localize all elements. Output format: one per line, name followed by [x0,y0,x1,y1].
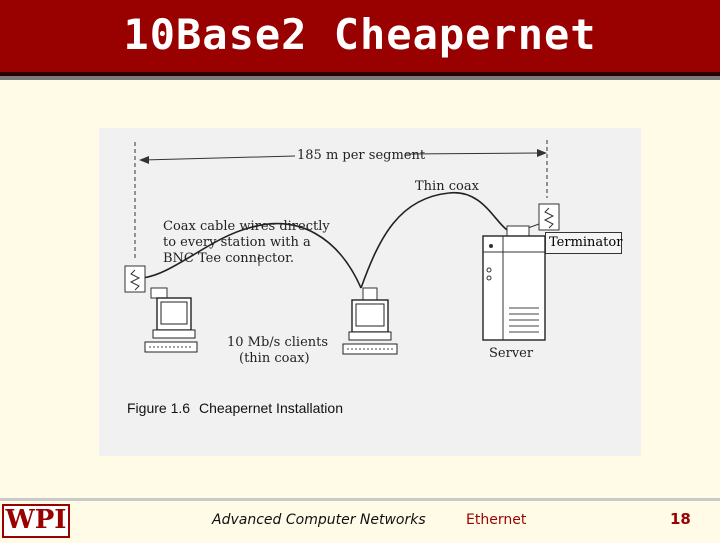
slide-footer [0,498,720,543]
client-computer-left [144,287,198,353]
note-line-3: BNC Tee connector. [163,251,294,266]
footer-course-name: Advanced Computer Networks [212,512,426,528]
clients-label-line-2: (thin coax) [239,351,310,366]
server-icon [482,225,546,341]
coax-cable-right [360,192,518,289]
arrowhead-right [537,149,547,157]
figure-number: Figure 1.6 [127,400,191,416]
note-line-2: to every station with a [163,235,311,250]
clients-label-line-1: 10 Mb/s clients [227,335,329,350]
arrowhead-left [139,156,149,164]
left-resistor-icon [129,269,141,291]
segment-length-label: 185 m per segment [297,148,426,163]
terminator-label: Terminator [545,232,622,254]
page-number: 18 [670,510,691,528]
title-bar: 10Base2 Cheapernet [0,0,720,76]
network-diagram [124,140,560,355]
left-terminator [124,265,146,293]
figure-caption: Cheapernet Installation [199,400,343,416]
server-label: Server [489,346,534,361]
cheapernet-figure: 185 m per segment Thin coax Coax cable w… [99,128,641,456]
thin-coax-label: Thin coax [415,179,479,194]
note-line-1: Coax cable wires directly [163,219,330,234]
segment-arrow-right [404,152,540,155]
footer-topic: Ethernet [466,512,527,528]
right-terminator [538,203,560,231]
slide-title: 10Base2 Cheapernet [123,10,597,59]
client-computer-middle [342,287,398,355]
coax-cable-left [138,223,362,289]
right-resistor-icon [543,207,555,229]
wpi-logo: WPI [2,504,70,538]
segment-arrow-left [142,155,296,161]
title-divider [0,76,720,80]
